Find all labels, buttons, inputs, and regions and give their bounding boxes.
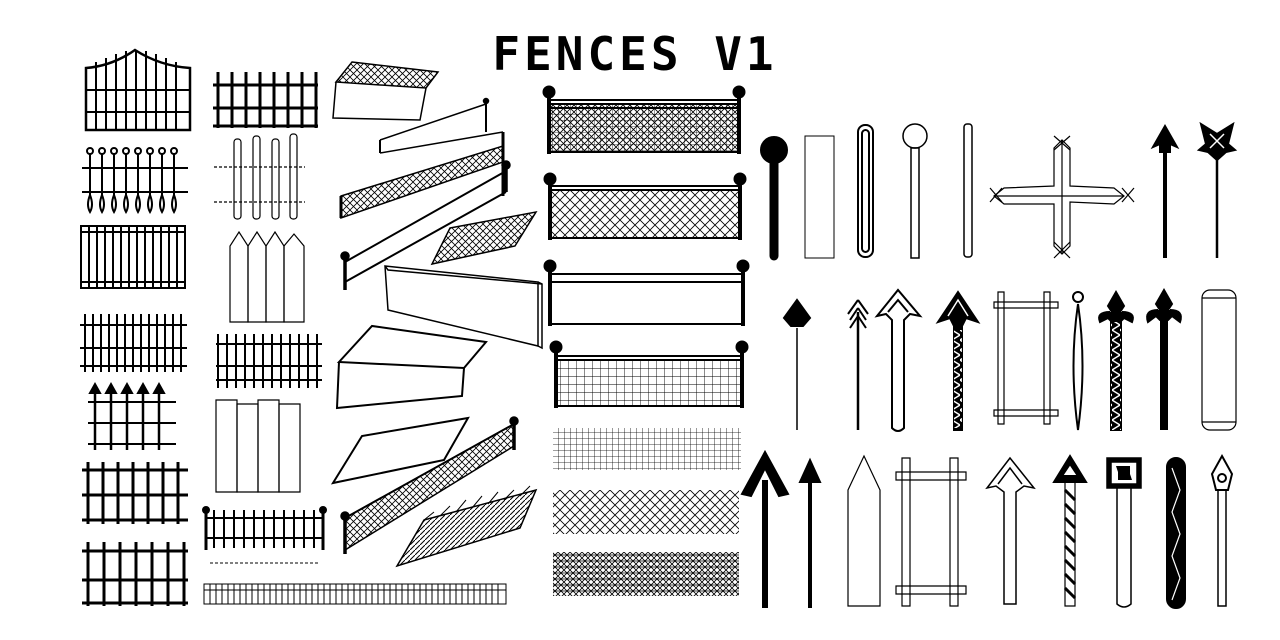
rail-fence-icon <box>213 72 318 128</box>
pointed-board-icon <box>848 456 880 606</box>
spade-finial-icon <box>1147 290 1181 430</box>
open-rail-fence-icon <box>545 261 749 327</box>
arched-gate-icon <box>86 50 190 130</box>
solid-panel-icon <box>385 266 542 348</box>
fence-panels-column <box>80 50 190 606</box>
post-finials-grid <box>742 124 1236 608</box>
chevron-finial-icon <box>877 290 920 431</box>
twisted-arrow-icon <box>1054 456 1086 606</box>
short-rail-fence-icon <box>203 507 326 563</box>
angled-mesh-icon <box>432 212 536 264</box>
hollow-arrow-icon <box>987 458 1034 604</box>
dog-ear-picket-icon <box>230 232 304 322</box>
double-rail-fence-icon <box>82 542 188 606</box>
net-stair-railing-icon <box>341 417 518 554</box>
page-title: FENCES V1 <box>492 27 778 81</box>
fleur-finial-icon <box>1099 292 1133 430</box>
oval-finial-icon <box>1073 292 1083 430</box>
pointed-picket-fence-icon <box>82 147 188 212</box>
roll-post-icon <box>1202 290 1236 430</box>
ladder-post-icon <box>994 292 1058 424</box>
slat-fence-icon <box>216 334 322 388</box>
arrow-top-fence-icon <box>88 384 176 452</box>
arrow-post-icon <box>1153 126 1177 258</box>
railing-icon <box>380 99 503 154</box>
hatched-panel-icon <box>397 486 536 566</box>
diamond-finial-icon <box>784 300 810 430</box>
crosshatch-swatch-icon <box>553 552 739 596</box>
box-panel-icon <box>337 326 486 408</box>
net-railing-icon <box>341 132 503 218</box>
diamond-mesh-swatch-icon <box>553 490 739 534</box>
tall-ladder-icon <box>896 458 966 606</box>
slim-post-icon <box>964 124 972 257</box>
keyhole-finial-icon <box>1212 456 1232 606</box>
plank-post-icon <box>805 136 834 258</box>
board-fence-icon <box>214 134 305 219</box>
grid-mesh-fence-icon <box>551 342 748 409</box>
ball-post-icon <box>761 137 787 256</box>
rounded-post-icon <box>858 125 873 257</box>
big-arrow-icon <box>742 452 788 608</box>
box-top-post-icon <box>1107 458 1141 607</box>
feather-finial-icon <box>848 300 868 430</box>
stair-railing-icon <box>341 161 510 290</box>
mesh-wall-icon <box>333 62 438 120</box>
long-low-fence-icon <box>204 584 506 604</box>
star-finial-icon <box>1199 124 1235 258</box>
posts-and-pickets-column <box>203 72 506 604</box>
ornate-arrow-finial-icon <box>938 292 978 430</box>
heavy-rail-fence-icon <box>82 462 188 524</box>
cross-post-icon <box>990 136 1134 258</box>
simple-arrow-icon <box>800 460 820 608</box>
ring-post-icon <box>903 124 927 258</box>
twisted-post-icon <box>1167 458 1185 608</box>
diamond-mesh-fence-icon <box>544 87 745 155</box>
flat-panel-icon <box>333 418 468 483</box>
plank-fence-icon <box>216 400 300 492</box>
perspective-panels-column <box>333 62 542 566</box>
spike-fence-icon <box>80 314 187 372</box>
mesh-fences-column <box>544 87 749 596</box>
chain-link-fence-icon <box>545 174 746 241</box>
grid-mesh-swatch-icon <box>553 428 741 470</box>
flat-top-rail-fence-icon <box>81 226 185 288</box>
